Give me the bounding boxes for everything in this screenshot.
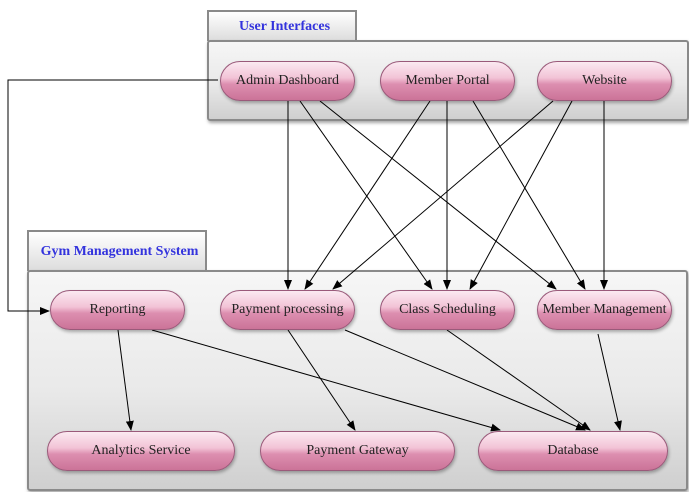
payment-processing-node[interactable]: Payment processing <box>220 290 355 330</box>
edge-website-to-class-scheduling <box>469 100 573 290</box>
member-portal-label: Member Portal <box>405 73 490 88</box>
class-scheduling-node[interactable]: Class Scheduling <box>380 290 515 330</box>
edge-class-scheduling-to-database <box>446 329 591 431</box>
user-interfaces-package-title: User Interfaces <box>238 18 331 34</box>
payment-processing-label: Payment processing <box>231 302 344 317</box>
gym-management-package-title: Gym Management System <box>40 243 199 259</box>
edge-member-portal-to-member-management <box>472 100 586 290</box>
edge-website-to-payment-processing <box>332 100 554 290</box>
edge-payment-processing-to-database <box>344 329 586 431</box>
edge-member-portal-to-payment-processing <box>304 100 431 290</box>
member-portal-node[interactable]: Member Portal <box>380 61 515 101</box>
website-label: Website <box>582 73 627 88</box>
payment-gateway-label: Payment Gateway <box>306 443 409 458</box>
analytics-service-node[interactable]: Analytics Service <box>47 431 235 471</box>
edge-admin-to-class-scheduling <box>299 100 433 290</box>
reporting-node[interactable]: Reporting <box>50 290 185 330</box>
admin-dashboard-label: Admin Dashboard <box>235 73 340 88</box>
edge-admin-to-reporting <box>7 79 218 315</box>
edge-reporting-to-analytics <box>117 329 134 431</box>
member-management-label: Member Management <box>542 302 667 317</box>
website-node[interactable]: Website <box>537 61 672 101</box>
admin-dashboard-node[interactable]: Admin Dashboard <box>220 61 355 101</box>
edge-reporting-to-database <box>151 329 501 432</box>
analytics-service-label: Analytics Service <box>91 443 191 458</box>
payment-gateway-node[interactable]: Payment Gateway <box>260 431 455 471</box>
edge-admin-to-member-management <box>319 100 557 290</box>
gym-management-package-tab: Gym Management System <box>27 230 207 271</box>
database-label: Database <box>547 443 599 458</box>
user-interfaces-package-tab: User Interfaces <box>207 10 357 41</box>
class-scheduling-label: Class Scheduling <box>399 302 496 317</box>
database-node[interactable]: Database <box>478 431 668 471</box>
reporting-label: Reporting <box>89 302 146 317</box>
member-management-node[interactable]: Member Management <box>537 290 672 330</box>
edge-payment-processing-to-payment-gateway <box>287 329 356 431</box>
edge-member-management-to-database <box>597 333 622 431</box>
